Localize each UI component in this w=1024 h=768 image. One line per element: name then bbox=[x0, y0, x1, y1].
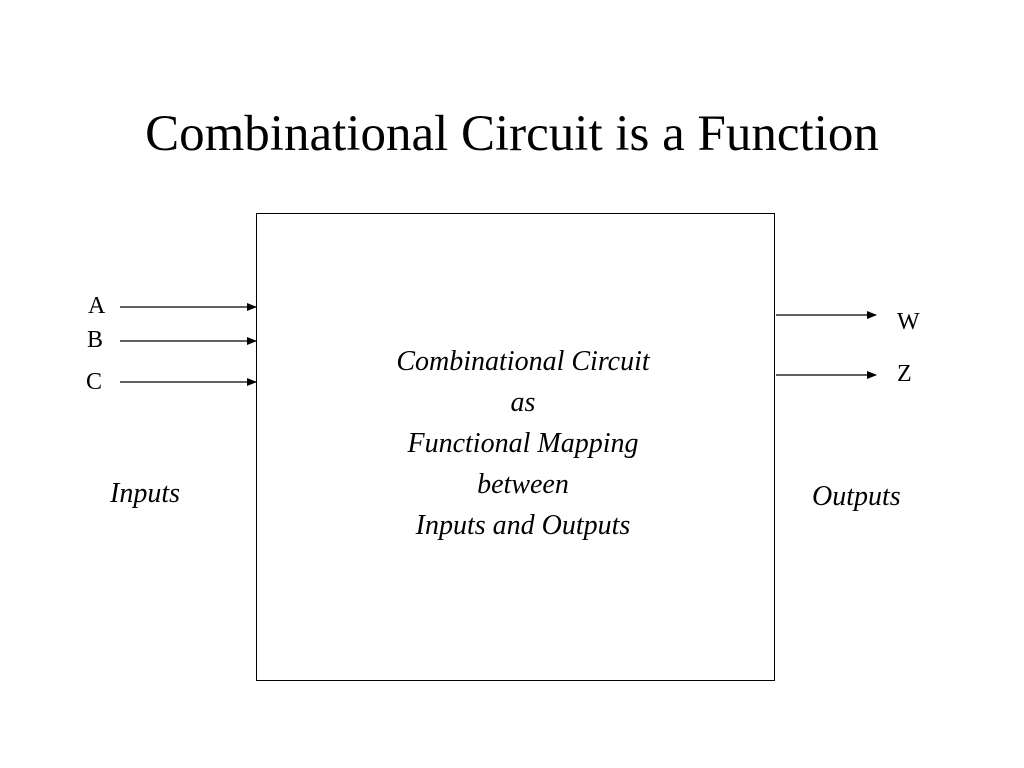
description-line: Functional Mapping bbox=[407, 428, 639, 459]
slide-title: Combinational Circuit is a Function bbox=[145, 106, 879, 162]
description-line: between bbox=[477, 469, 569, 500]
description-line: Inputs and Outputs bbox=[415, 510, 631, 541]
output-label-w: W bbox=[897, 309, 920, 335]
inputs-caption: Inputs bbox=[110, 478, 180, 509]
description-line: Combinational Circuit bbox=[396, 346, 650, 377]
input-label-c: C bbox=[86, 369, 103, 395]
outputs-caption: Outputs bbox=[812, 481, 901, 512]
output-label-z: Z bbox=[897, 361, 912, 387]
input-label-a: A bbox=[88, 293, 106, 319]
input-label-b: B bbox=[87, 327, 104, 353]
circuit-description: Combinational Circuit as Functional Mapp… bbox=[256, 341, 790, 546]
description-line: as bbox=[510, 387, 536, 418]
combinational-circuit-box bbox=[256, 213, 775, 681]
